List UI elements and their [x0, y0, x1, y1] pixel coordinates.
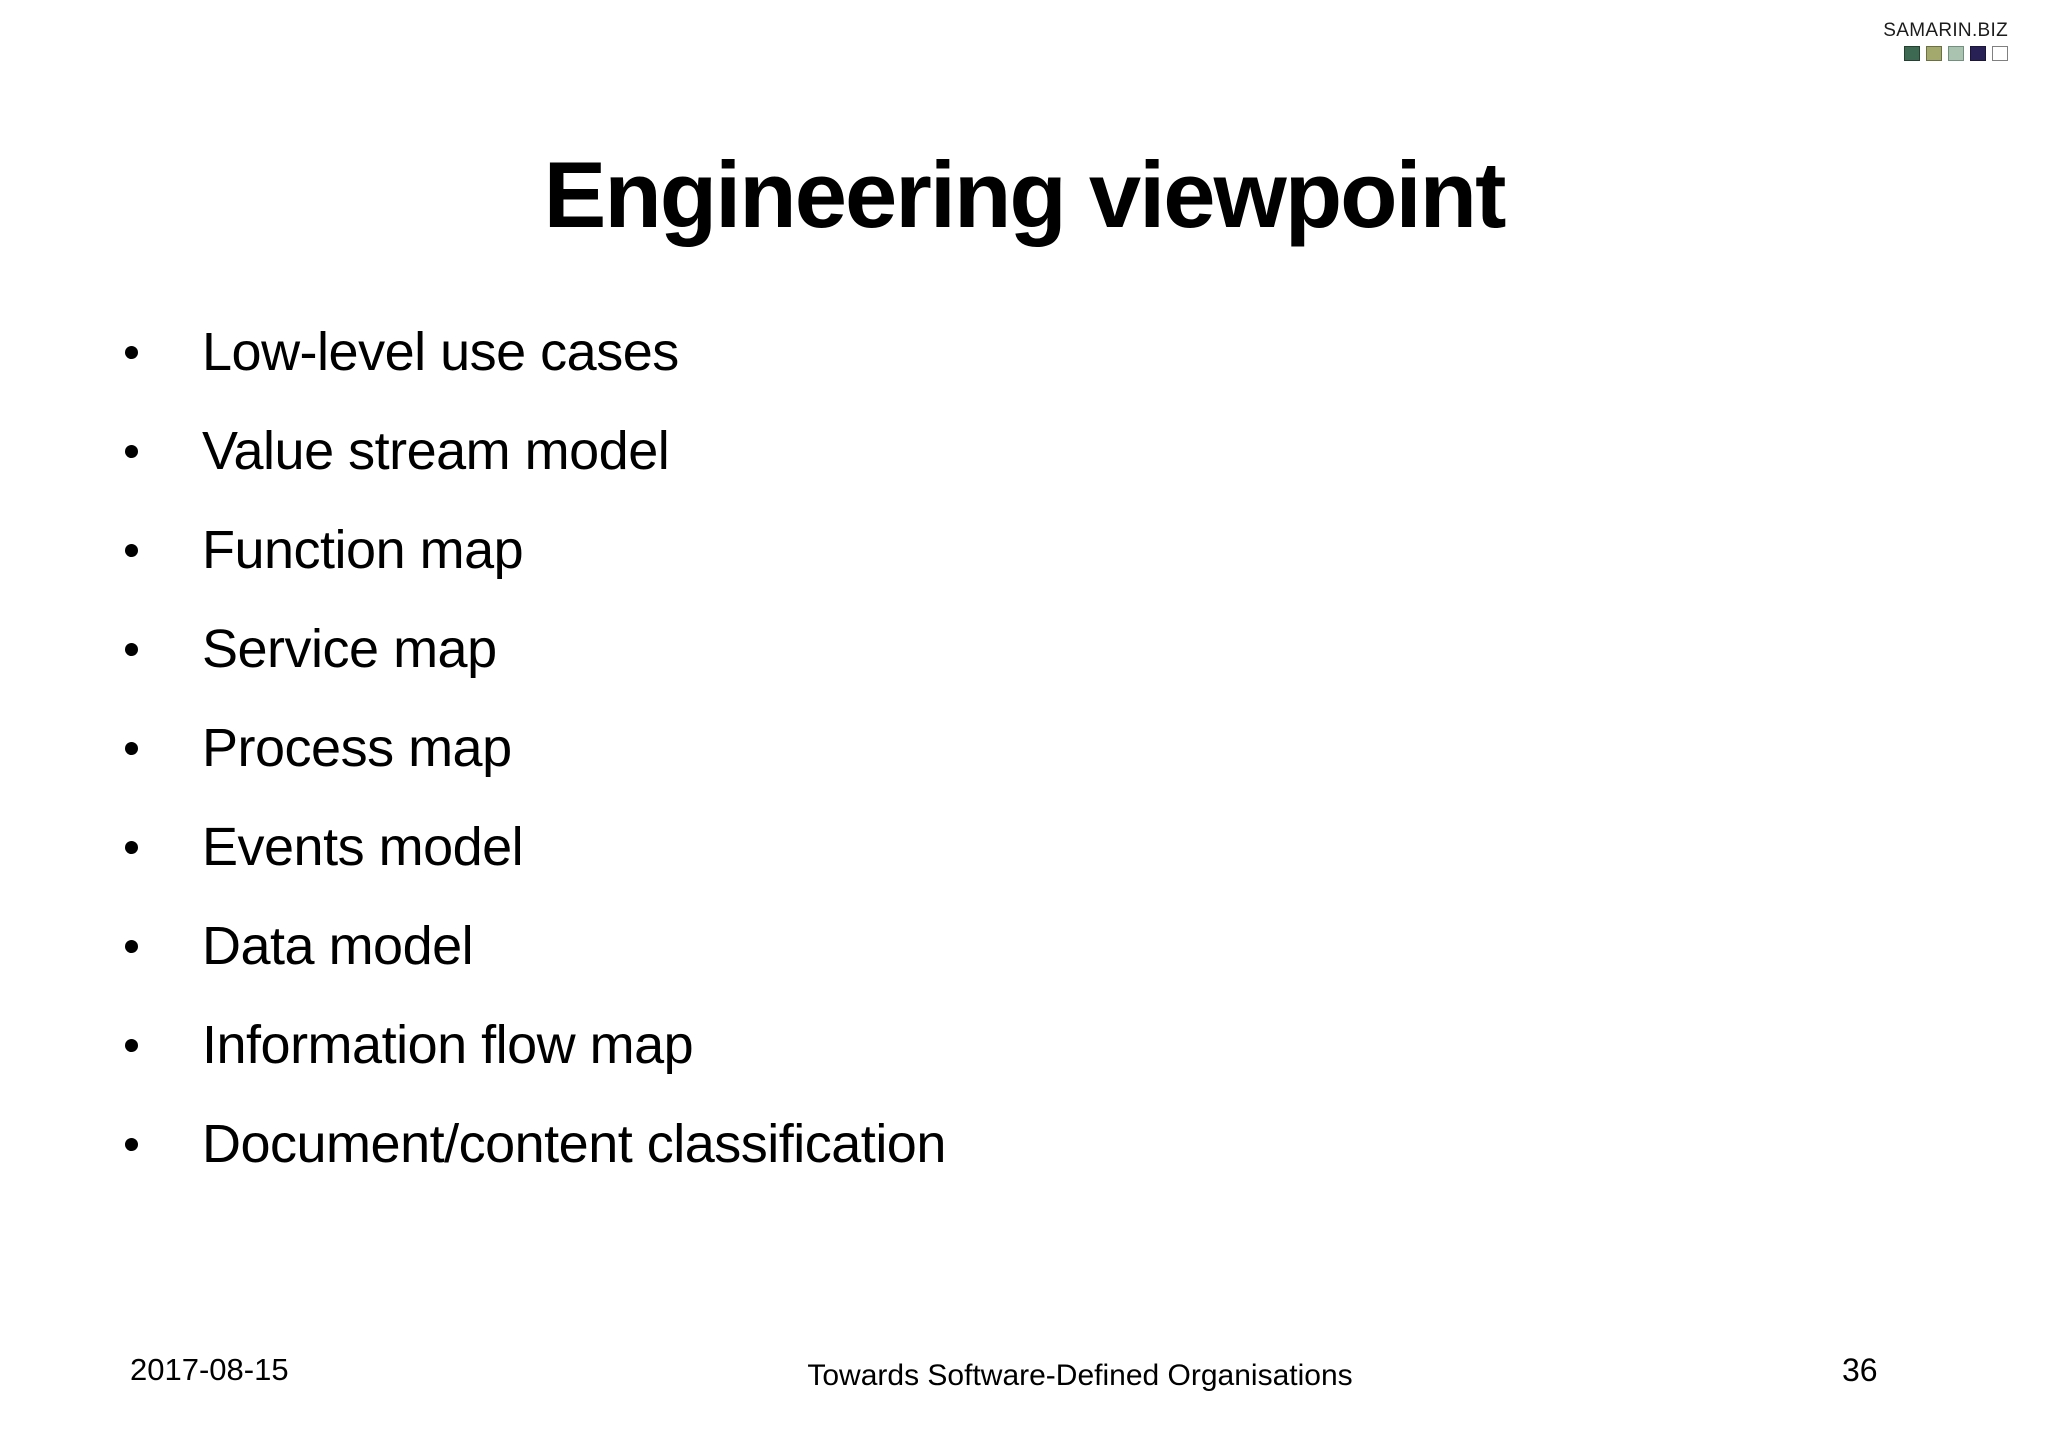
footer-center-text: Towards Software-Defined Organisations [807, 1359, 1353, 1392]
list-item: Information flow map [125, 995, 946, 1094]
logo-square-white-icon [1992, 46, 2008, 61]
bullet-text: Process map [202, 717, 512, 778]
bullet-text: Function map [202, 519, 524, 580]
bullet-dot-icon [125, 841, 138, 854]
bullet-text: Events model [202, 816, 524, 877]
bullet-dot-icon [125, 1138, 138, 1151]
bullet-dot-icon [125, 544, 138, 557]
list-item: Events model [125, 797, 946, 896]
bullet-dot-icon [125, 445, 138, 458]
logo-square-dark-green-icon [1904, 46, 1920, 61]
logo-square-sage-icon [1948, 46, 1964, 61]
list-item: Service map [125, 599, 946, 698]
page-title: Engineering viewpoint [543, 141, 1507, 247]
bullet-text: Low-level use cases [202, 321, 679, 382]
list-item: Function map [125, 500, 946, 599]
bullet-dot-icon [125, 742, 138, 755]
bullet-text: Value stream model [202, 420, 670, 481]
list-item: Process map [125, 698, 946, 797]
list-item: Document/content classification [125, 1094, 946, 1193]
list-item: Data model [125, 896, 946, 995]
samarin-logo: SAMARIN.BIZ [1883, 20, 2008, 61]
bullet-text: Service map [202, 618, 497, 679]
logo-text: SAMARIN.BIZ [1883, 20, 2008, 41]
logo-square-navy-icon [1970, 46, 1986, 61]
bullet-text: Document/content classification [202, 1113, 946, 1174]
list-item: Low-level use cases [125, 302, 946, 401]
bullet-text: Data model [202, 915, 474, 976]
list-item: Value stream model [125, 401, 946, 500]
footer-date: 2017-08-15 [130, 1352, 289, 1387]
page-number: 36 [1842, 1352, 1878, 1388]
bullet-dot-icon [125, 940, 138, 953]
bullet-dot-icon [125, 1039, 138, 1052]
bullet-text: Information flow map [202, 1014, 694, 1075]
bullet-dot-icon [125, 643, 138, 656]
logo-squares [1883, 46, 2008, 61]
bullet-dot-icon [125, 346, 138, 359]
logo-square-olive-icon [1926, 46, 1942, 61]
